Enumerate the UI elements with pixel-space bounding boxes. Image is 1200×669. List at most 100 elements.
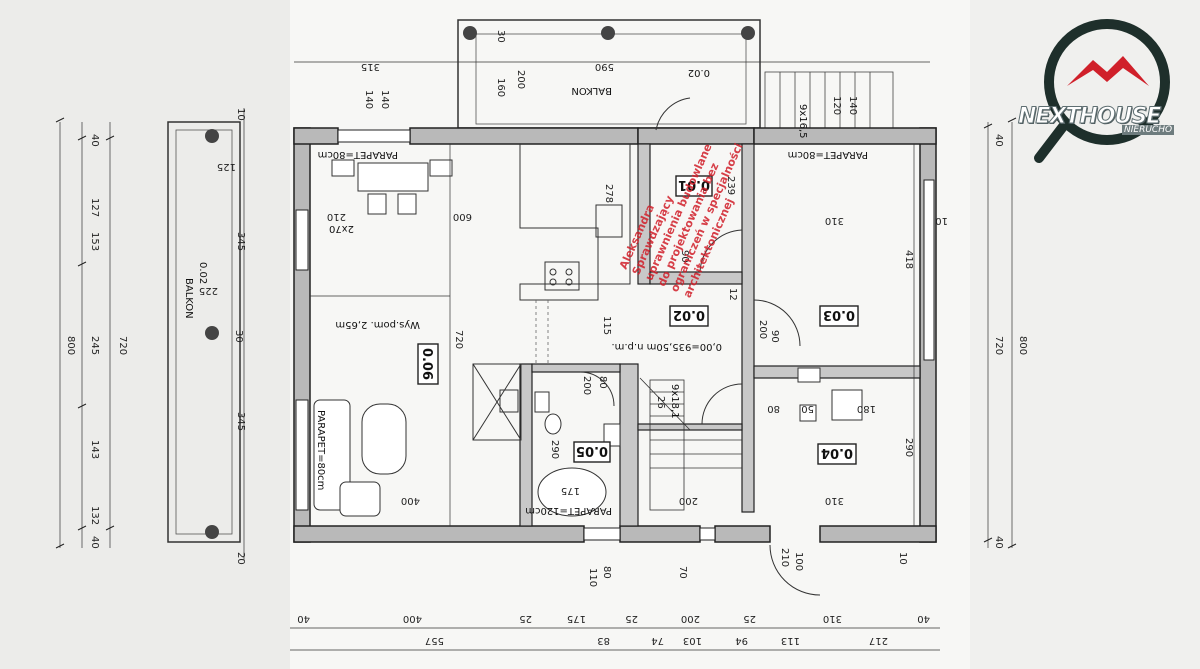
dim-right-1: 40 [993,134,1004,147]
room-height-label: Wys.pom. 2,65m [335,319,420,330]
dim-top-8: 120 [831,96,842,115]
dim-inner-36: 10 [235,108,246,121]
dim-top-1: 315 [361,61,380,72]
dim-bottom-row2-7: 217 [869,635,888,646]
dimension-lines [59,61,1013,651]
dim-inner-18: 10 [935,215,948,226]
dim-bottom-row2-4: 103 [683,635,702,646]
dim-inner-10: 239 [725,176,736,195]
dim-inner-21: 90 [769,330,780,343]
level-label: 0,00=935,50m n.p.m. [611,341,722,352]
dim-right-2: 720 [993,336,1004,355]
dim-inner-24: 180 [857,403,876,414]
dim-inner-3: 400 [401,495,420,506]
dim-bottom-7: 25 [743,613,756,624]
logo-subtitle: NIERUCHO [1122,125,1175,135]
dim-inner-14: 225 [199,285,218,296]
fireplace [472,363,522,441]
dim-inner-22: 80 [767,403,780,414]
dim-inner-23: 50 [801,403,814,414]
dimension-labels: 40 127 153 245 143 132 40 800 720 40 720… [65,30,1028,646]
windows [295,129,935,541]
room-labels: 0.01 0.02 0.03 0.04 0.05 0.06 [417,175,859,465]
dim-bottom-row2-2: 83 [597,635,610,646]
room-label-0-05: 0.05 [576,443,608,458]
dim-inner-2: 720 [453,330,464,349]
room-label-0-03: 0.03 [823,307,855,322]
dim-left-3: 153 [89,232,100,251]
paper-main [290,0,970,669]
dim-left-outer-1: 800 [65,336,76,355]
dim-inner-9: 278 [603,184,614,203]
balkon-top-level: 0.02 [688,67,710,78]
dim-inner-8: 200 [679,495,698,506]
dim-bottom-4: 175 [567,613,586,624]
dim-bottom-row2-6: 113 [781,635,800,646]
dim-bottom-row2-3: 74 [651,635,664,646]
room-label-0-04: 0.04 [821,445,853,460]
dim-inner-12: 345 [235,232,246,251]
dim-bottom-1: 40 [297,613,310,624]
dim-inner-32: 80 [601,566,612,579]
balkon-top-label: BALKON [571,85,612,96]
logo-handle-icon [1034,119,1070,163]
stairs-top-label: 9x16,5 [797,104,808,139]
logo-ring-icon [1044,19,1170,145]
room-0-04-desk [797,367,863,422]
bathroom-fixtures [534,391,621,517]
dimension-ticks [55,117,1017,549]
dim-left-7: 40 [89,536,100,549]
dim-inner-37: 20 [235,552,246,565]
left-balcony [167,121,241,543]
dim-bottom-5: 25 [625,613,638,624]
dim-inner-19: 12 [727,288,738,301]
dim-inner-30: 90 [679,250,690,263]
room-label-0-02: 0.02 [673,307,705,322]
dim-top-5: 30 [495,30,506,43]
dim-inner-6: 290 [903,438,914,457]
dim-inner-34: 210 [779,548,790,567]
dim-bottom-2: 400 [403,613,422,624]
door-label: 2x70 [329,223,354,234]
dim-bottom-row2-5: 94 [735,635,748,646]
dim-left-outer-2: 720 [117,336,128,355]
dim-inner-26: 290 [549,440,560,459]
dim-top-3: 200 [515,70,526,89]
kitchen-counter [519,144,631,301]
dim-bottom-6: 200 [681,613,700,624]
annotations: BALKON 0.02 BALKON 0.02 PARAPET=80cm PAR… [183,67,868,516]
dim-inner-17: 30 [233,330,244,343]
dim-inner-38: 10 [897,552,908,565]
dim-bottom-row2-1: 557 [425,635,444,646]
dim-top-6: 140 [363,90,374,109]
dim-inner-29: 26 [655,396,666,409]
room-label-0-01: 0.01 [678,177,710,192]
dining-table [331,159,453,215]
dim-left-5: 143 [89,440,100,459]
parapet-label-1: PARAPET=80cm [318,149,398,160]
door-swings [579,97,821,596]
dim-right-3: 800 [1017,336,1028,355]
nexthouse-logo [1034,19,1170,163]
dim-top-2: 590 [595,61,614,72]
beam-lines [535,300,549,364]
dim-inner-35: 100 [793,552,804,571]
room-label-0-06: 0.06 [419,348,434,380]
dim-right-4: 40 [993,536,1004,549]
dim-top-4: 160 [495,78,506,97]
dim-inner-16: 210 [327,211,346,222]
dim-inner-28: 200 [581,376,592,395]
living-sofa [313,399,407,517]
dim-inner-33: 70 [677,566,688,579]
dim-inner-27: 80 [597,376,608,389]
inner-stairs [639,377,742,511]
dim-top-9: 140 [847,96,858,115]
dim-inner-11: 115 [601,316,612,335]
dim-left-4: 245 [89,336,100,355]
dim-inner-7: 310 [825,495,844,506]
dim-left-2: 127 [89,198,100,217]
dim-inner-4: 310 [825,215,844,226]
dim-inner-15: 125 [217,161,236,172]
